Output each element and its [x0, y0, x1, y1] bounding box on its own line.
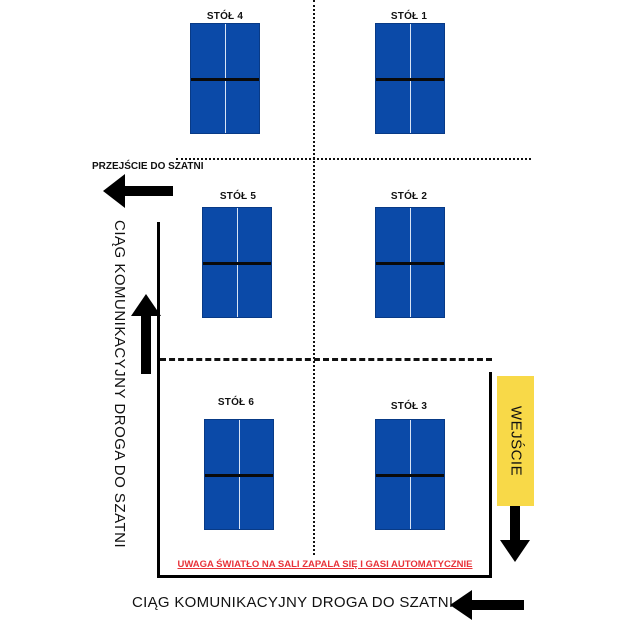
left-wall	[157, 222, 160, 578]
table-1	[375, 23, 445, 134]
table-label-3: STÓŁ 3	[390, 401, 428, 412]
entrance-label: WEJŚCIE	[507, 405, 524, 477]
table-4	[190, 23, 260, 134]
corridor-horizontal-label: CIĄG KOMUNIKACYJNY DROGA DO SZATNI	[132, 594, 454, 611]
upper-horizontal-divider	[176, 158, 531, 160]
warning-notice: UWAGA ŚWIATŁO NA SALI ZAPALA SIĘ I GASI …	[177, 559, 473, 570]
corridor-vertical-label: CIĄG KOMUNIKACYJNY DROGA DO SZATNI	[111, 220, 128, 549]
table-label-5: STÓŁ 5	[219, 191, 257, 202]
arrow-up-icon	[131, 294, 161, 374]
table-2	[375, 207, 445, 318]
passage-label: PRZEJŚCIE DO SZATNI	[92, 161, 204, 172]
center-divider-line	[313, 0, 315, 555]
table-5	[202, 207, 272, 318]
table-label-1: STÓŁ 1	[390, 11, 428, 22]
arrow-down-icon	[500, 506, 530, 562]
table-label-6: STÓŁ 6	[217, 397, 255, 408]
entrance-marker: WEJŚCIE	[497, 376, 534, 506]
table-3	[375, 419, 445, 530]
arrow-left-icon	[103, 174, 173, 208]
lower-horizontal-divider	[160, 358, 492, 361]
table-6	[204, 419, 274, 530]
right-wall	[489, 372, 492, 578]
arrow-left-bottom-icon	[450, 590, 524, 620]
bottom-wall	[157, 575, 492, 578]
table-label-2: STÓŁ 2	[390, 191, 428, 202]
table-label-4: STÓŁ 4	[206, 11, 244, 22]
